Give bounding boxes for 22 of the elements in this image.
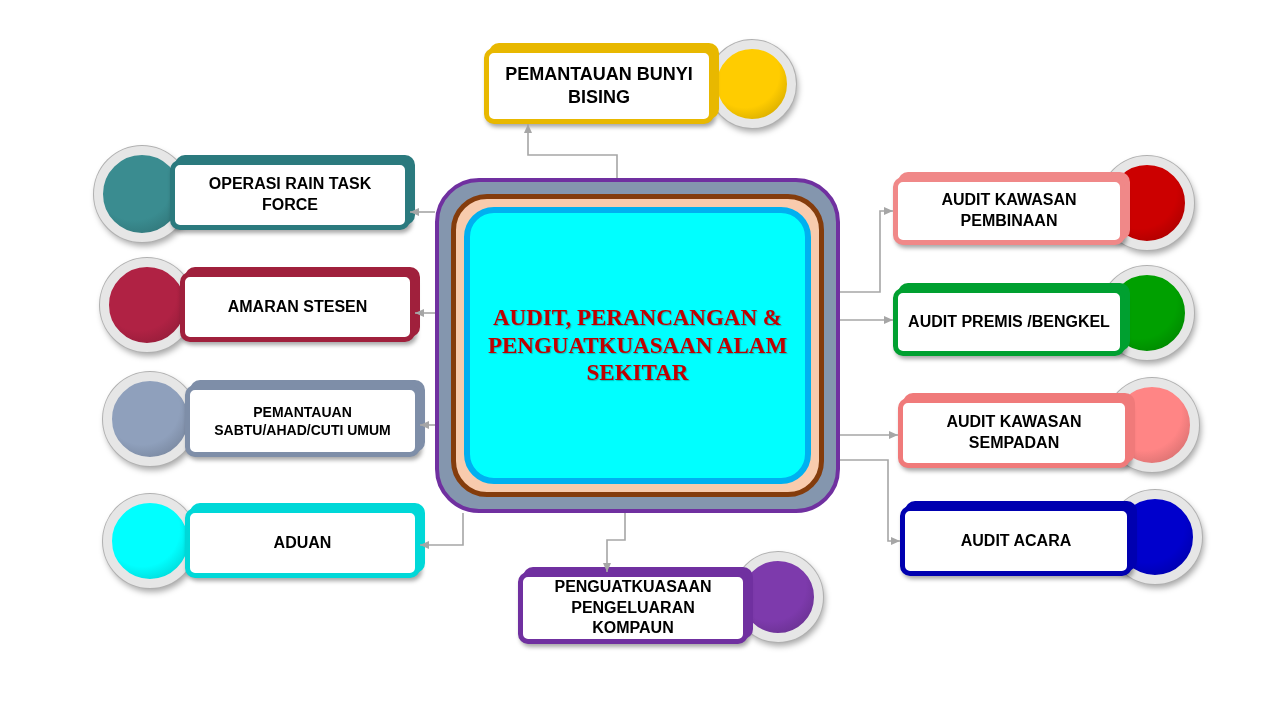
topic-label: ADUAN	[273, 532, 332, 553]
topic-label: PEMANTAUAN SABTU/AHAD/CUTI UMUM	[213, 402, 392, 440]
connector-arrow	[414, 309, 436, 317]
topic-label: AUDIT PREMIS /BENGKEL	[908, 311, 1110, 332]
connector-arrow	[839, 459, 901, 545]
topic-label: AUDIT KAWASAN PEMBINAAN	[940, 190, 1078, 231]
title-text: AUDIT, PERANCANGAN & PENGUATKUASAAN ALAM SEKITAR	[486, 304, 789, 387]
topic-label: AUDIT KAWASAN SEMPADAN	[945, 412, 1083, 453]
connector-arrow	[839, 207, 894, 293]
topic-label: PENGUATKUASAAN PENGELUARAN KOMPAUN	[553, 576, 713, 639]
topic-label: PEMANTAUAN BUNYI BISING	[504, 62, 694, 109]
central-frame	[435, 178, 840, 513]
connector-arrow	[839, 316, 894, 324]
connector-arrow	[419, 421, 436, 429]
connector-arrow	[603, 512, 626, 573]
connector-arrow	[409, 208, 436, 216]
connector-arrow	[839, 431, 899, 439]
topic-label: AMARAN STESEN	[227, 296, 368, 317]
topic-label: AUDIT ACARA	[960, 530, 1072, 551]
topic-label: OPERASI RAIN TASK FORCE	[207, 174, 373, 215]
connector-arrow	[419, 512, 464, 549]
connector-arrow	[524, 123, 618, 179]
